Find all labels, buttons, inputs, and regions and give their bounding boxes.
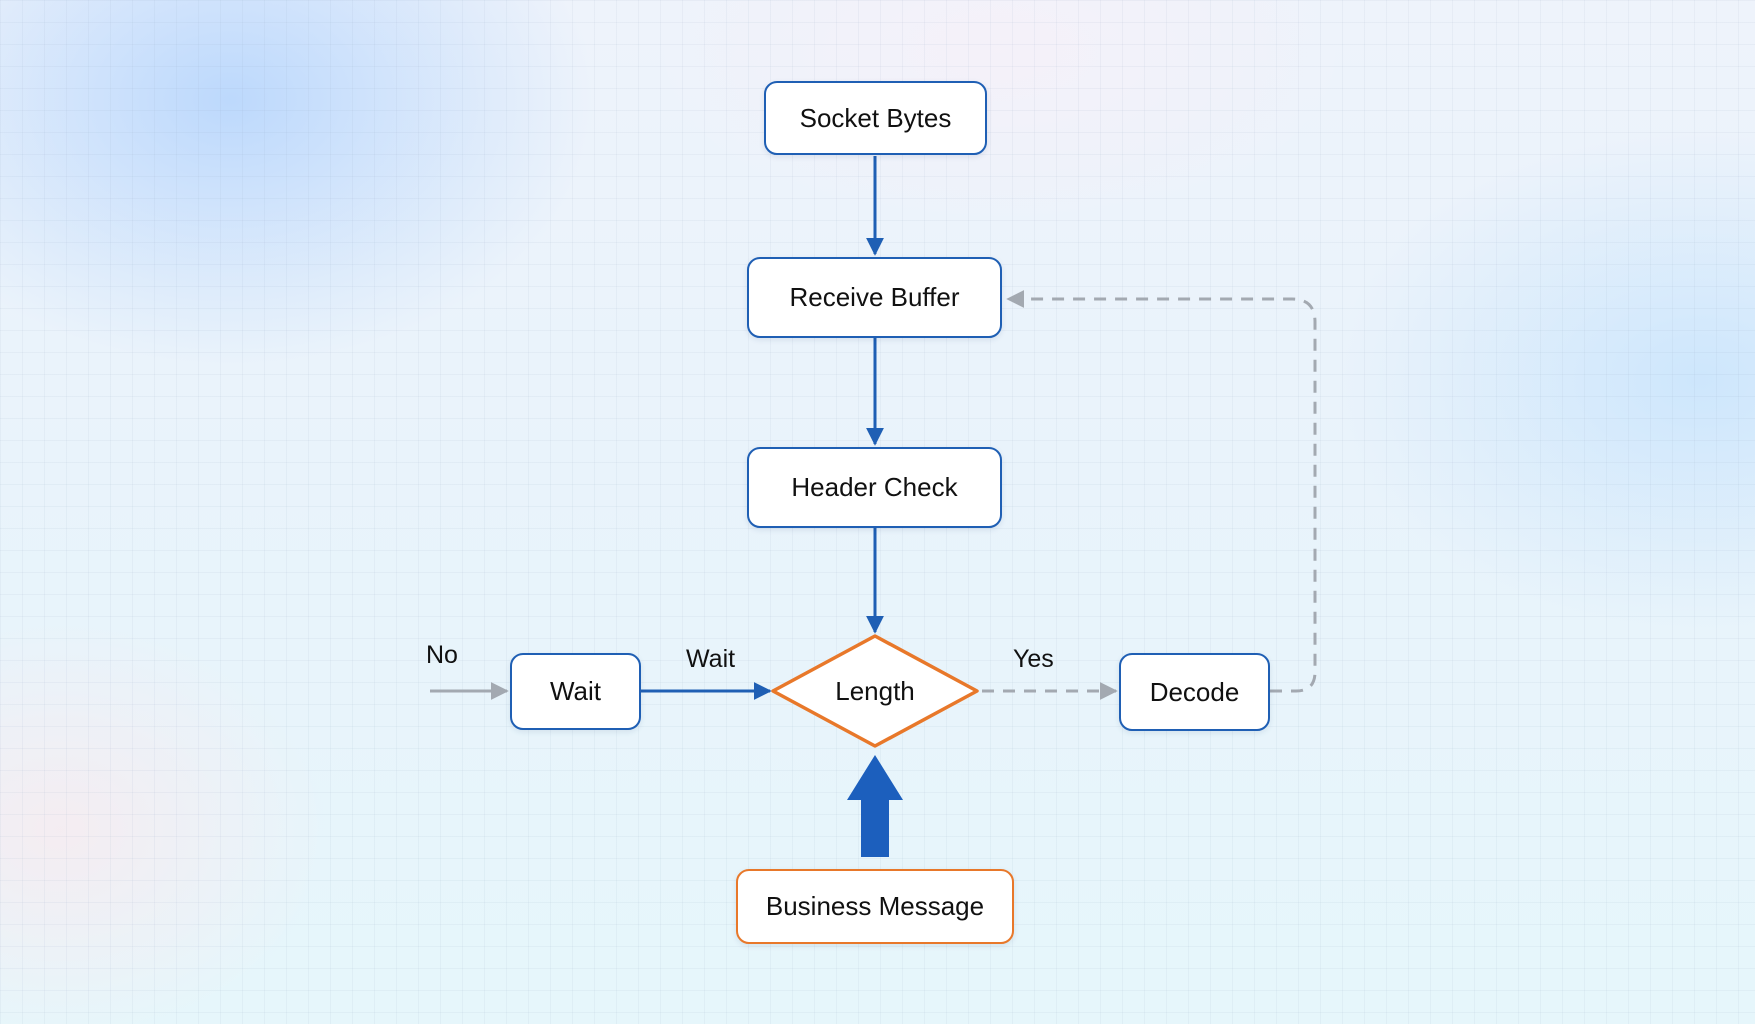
node-business-message-label: Business Message xyxy=(765,891,985,921)
length-decision-diamond xyxy=(771,634,979,748)
edge-label-no: No xyxy=(426,641,458,669)
node-decode-label: Decode xyxy=(1149,676,1240,707)
node-header-check[interactable]: Header Check xyxy=(747,447,1002,528)
node-wait-label: Wait xyxy=(549,676,602,706)
node-receive-buffer-label: Receive Buffer xyxy=(789,282,960,312)
business-message-block-arrow xyxy=(847,755,903,857)
node-business-message[interactable]: Business Message xyxy=(736,869,1014,944)
arrow-decode-loop-to-buffer xyxy=(1006,290,1317,693)
node-socket-bytes[interactable]: Socket Bytes xyxy=(764,81,987,155)
node-length-label: Length xyxy=(835,675,915,706)
edge-label-wait: Wait xyxy=(686,645,736,673)
node-receive-buffer[interactable]: Receive Buffer xyxy=(747,257,1002,338)
edge-label-yes: Yes xyxy=(1013,645,1054,673)
node-decode[interactable]: Decode xyxy=(1119,653,1270,731)
node-header-check-label: Header Check xyxy=(791,472,958,502)
node-wait[interactable]: Wait xyxy=(510,653,641,730)
node-socket-bytes-label: Socket Bytes xyxy=(799,102,952,133)
